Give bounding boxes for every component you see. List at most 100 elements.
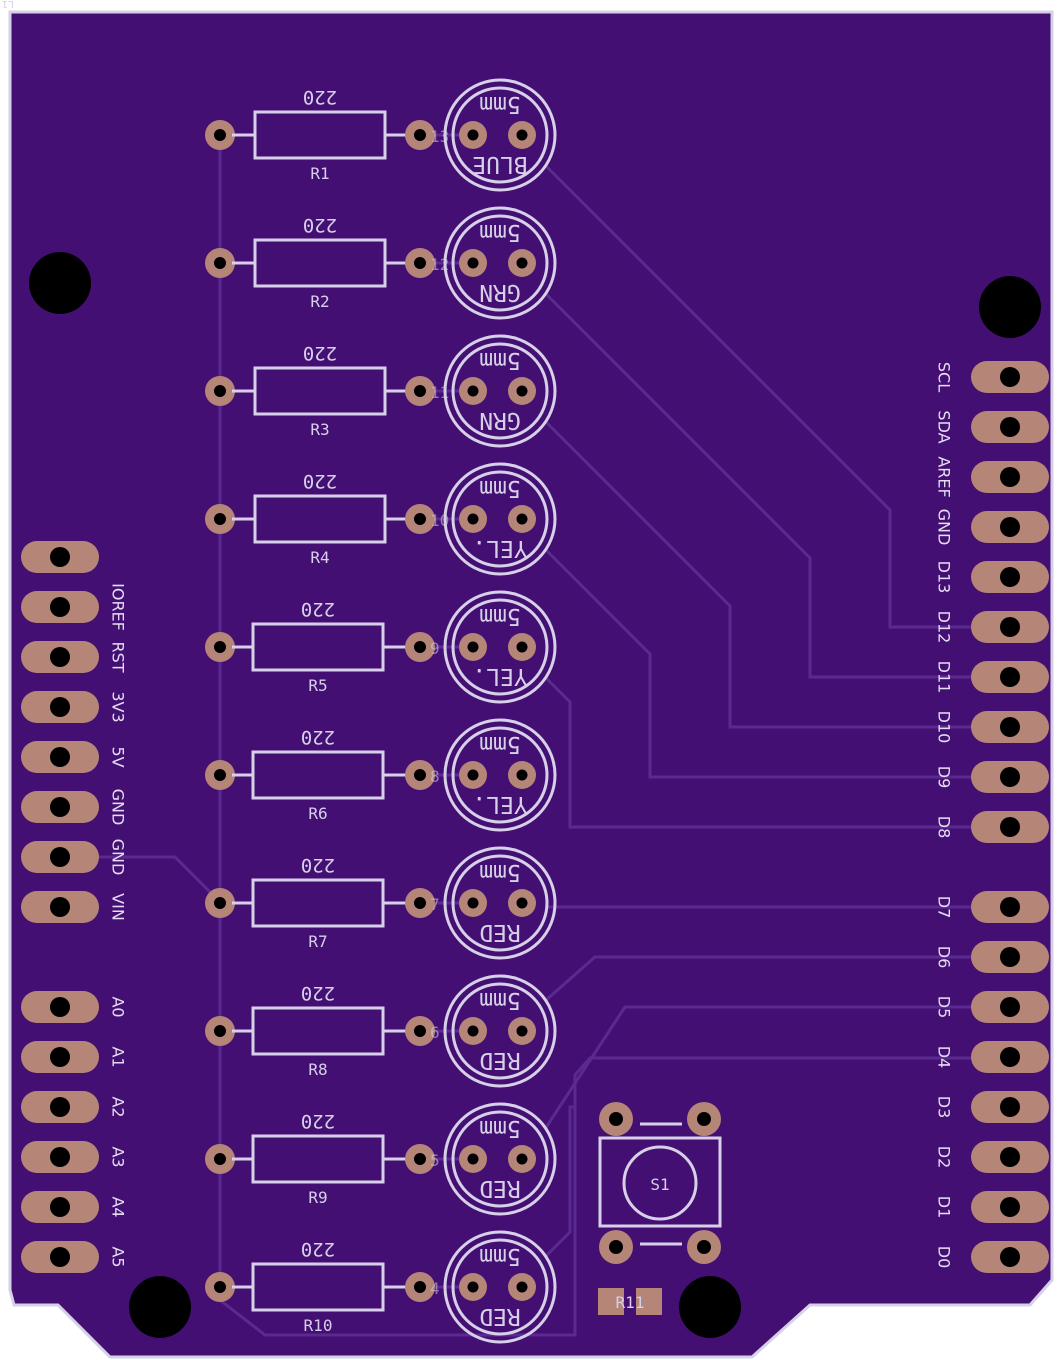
- header-pin[interactable]: [971, 611, 1049, 643]
- resistor-ref: R4: [310, 548, 329, 567]
- net-number: 6: [430, 1023, 440, 1042]
- digital-pin-label: GND: [935, 509, 954, 546]
- header-pin[interactable]: [971, 1041, 1049, 1073]
- header-pin[interactable]: [21, 641, 99, 673]
- header-pin[interactable]: [21, 1241, 99, 1273]
- header-pin[interactable]: [971, 1091, 1049, 1123]
- led-outline: [443, 846, 557, 960]
- led-outline: [443, 590, 557, 704]
- digital-pin-label: D8: [935, 816, 954, 839]
- header-pin[interactable]: [971, 941, 1049, 973]
- header-pin[interactable]: [971, 1191, 1049, 1223]
- led-color: BLUE: [472, 151, 527, 177]
- smd-pad: [598, 1288, 624, 1315]
- header-pin[interactable]: [21, 891, 99, 923]
- header-pin[interactable]: [21, 691, 99, 723]
- mounting-hole-br: [679, 1276, 741, 1338]
- digital-pin-label: AREF: [935, 456, 954, 497]
- analog-pin-label: A3: [109, 1146, 128, 1167]
- header-pin[interactable]: [971, 461, 1049, 493]
- header-pin[interactable]: [971, 1241, 1049, 1273]
- header-pin[interactable]: [971, 661, 1049, 693]
- net-number: 5: [430, 1151, 440, 1170]
- header-pin[interactable]: [971, 361, 1049, 393]
- resistor-ref: R5: [308, 676, 327, 695]
- resistor-ref: R10: [304, 1316, 333, 1335]
- resistor-value: 220: [301, 598, 335, 620]
- header-pin[interactable]: [21, 741, 99, 773]
- header-pin[interactable]: [21, 991, 99, 1023]
- header-pin[interactable]: [21, 541, 99, 573]
- header-pin[interactable]: [21, 1191, 99, 1223]
- led-outline: [443, 462, 557, 576]
- digital-pin-label: SDA: [935, 410, 954, 443]
- led-outline: [443, 334, 557, 448]
- digital-pin-label: D1: [935, 1196, 954, 1219]
- header-pin[interactable]: [21, 791, 99, 823]
- power-pin-label: GND: [109, 839, 128, 876]
- header-pin[interactable]: [21, 1091, 99, 1123]
- resistor-ref: R3: [310, 420, 329, 439]
- header-pin[interactable]: [971, 761, 1049, 793]
- trace: [543, 419, 1010, 729]
- resistor-value: 220: [303, 470, 337, 492]
- header-pin[interactable]: [21, 1141, 99, 1173]
- header-pin[interactable]: [971, 811, 1049, 843]
- led-outline: [443, 78, 557, 192]
- led-color: GRN: [479, 279, 521, 305]
- trace: [543, 163, 1010, 629]
- pushbutton-s1[interactable]: S1: [598, 1102, 722, 1264]
- header-pin[interactable]: [971, 561, 1049, 593]
- net-number: 9: [430, 639, 440, 658]
- header-pin[interactable]: [971, 891, 1049, 923]
- header-pin[interactable]: [971, 411, 1049, 443]
- led-size: 5mm: [479, 859, 521, 885]
- led-size: 5mm: [479, 475, 521, 501]
- net-number: 7: [430, 895, 440, 914]
- headers: IOREFRST3V35VGNDGNDVINA0A1A2A3A4A5SCLSDA…: [21, 361, 1049, 1273]
- header-pin[interactable]: [21, 591, 99, 623]
- header-pin[interactable]: [971, 511, 1049, 543]
- header-pin[interactable]: [971, 711, 1049, 743]
- analog-pin-label: A0: [109, 996, 128, 1017]
- led-size: 5mm: [479, 731, 521, 757]
- digital-pin-label: D9: [935, 766, 954, 789]
- resistor-ref: R1: [310, 164, 329, 183]
- header-pin[interactable]: [971, 991, 1049, 1023]
- analog-pin-label: A1: [109, 1046, 128, 1067]
- resistor-value: 220: [303, 342, 337, 364]
- header-pin[interactable]: [21, 1041, 99, 1073]
- smd-resistor-r11[interactable]: R11: [598, 1288, 662, 1315]
- resistor-value: 220: [301, 982, 335, 1004]
- resistor-ref: R2: [310, 292, 329, 311]
- header-pin[interactable]: [971, 1141, 1049, 1173]
- digital-pin-label: D5: [935, 996, 954, 1019]
- components: 220R113220R212220R311220R410220R59220R68…: [205, 78, 557, 1344]
- power-pin-label: IOREF: [109, 583, 128, 631]
- trace: [543, 547, 1010, 779]
- analog-pin-label: A4: [109, 1196, 128, 1217]
- analog-pin-label: A2: [109, 1096, 128, 1117]
- resistor-ref: R9: [308, 1188, 327, 1207]
- header-pin[interactable]: [21, 841, 99, 873]
